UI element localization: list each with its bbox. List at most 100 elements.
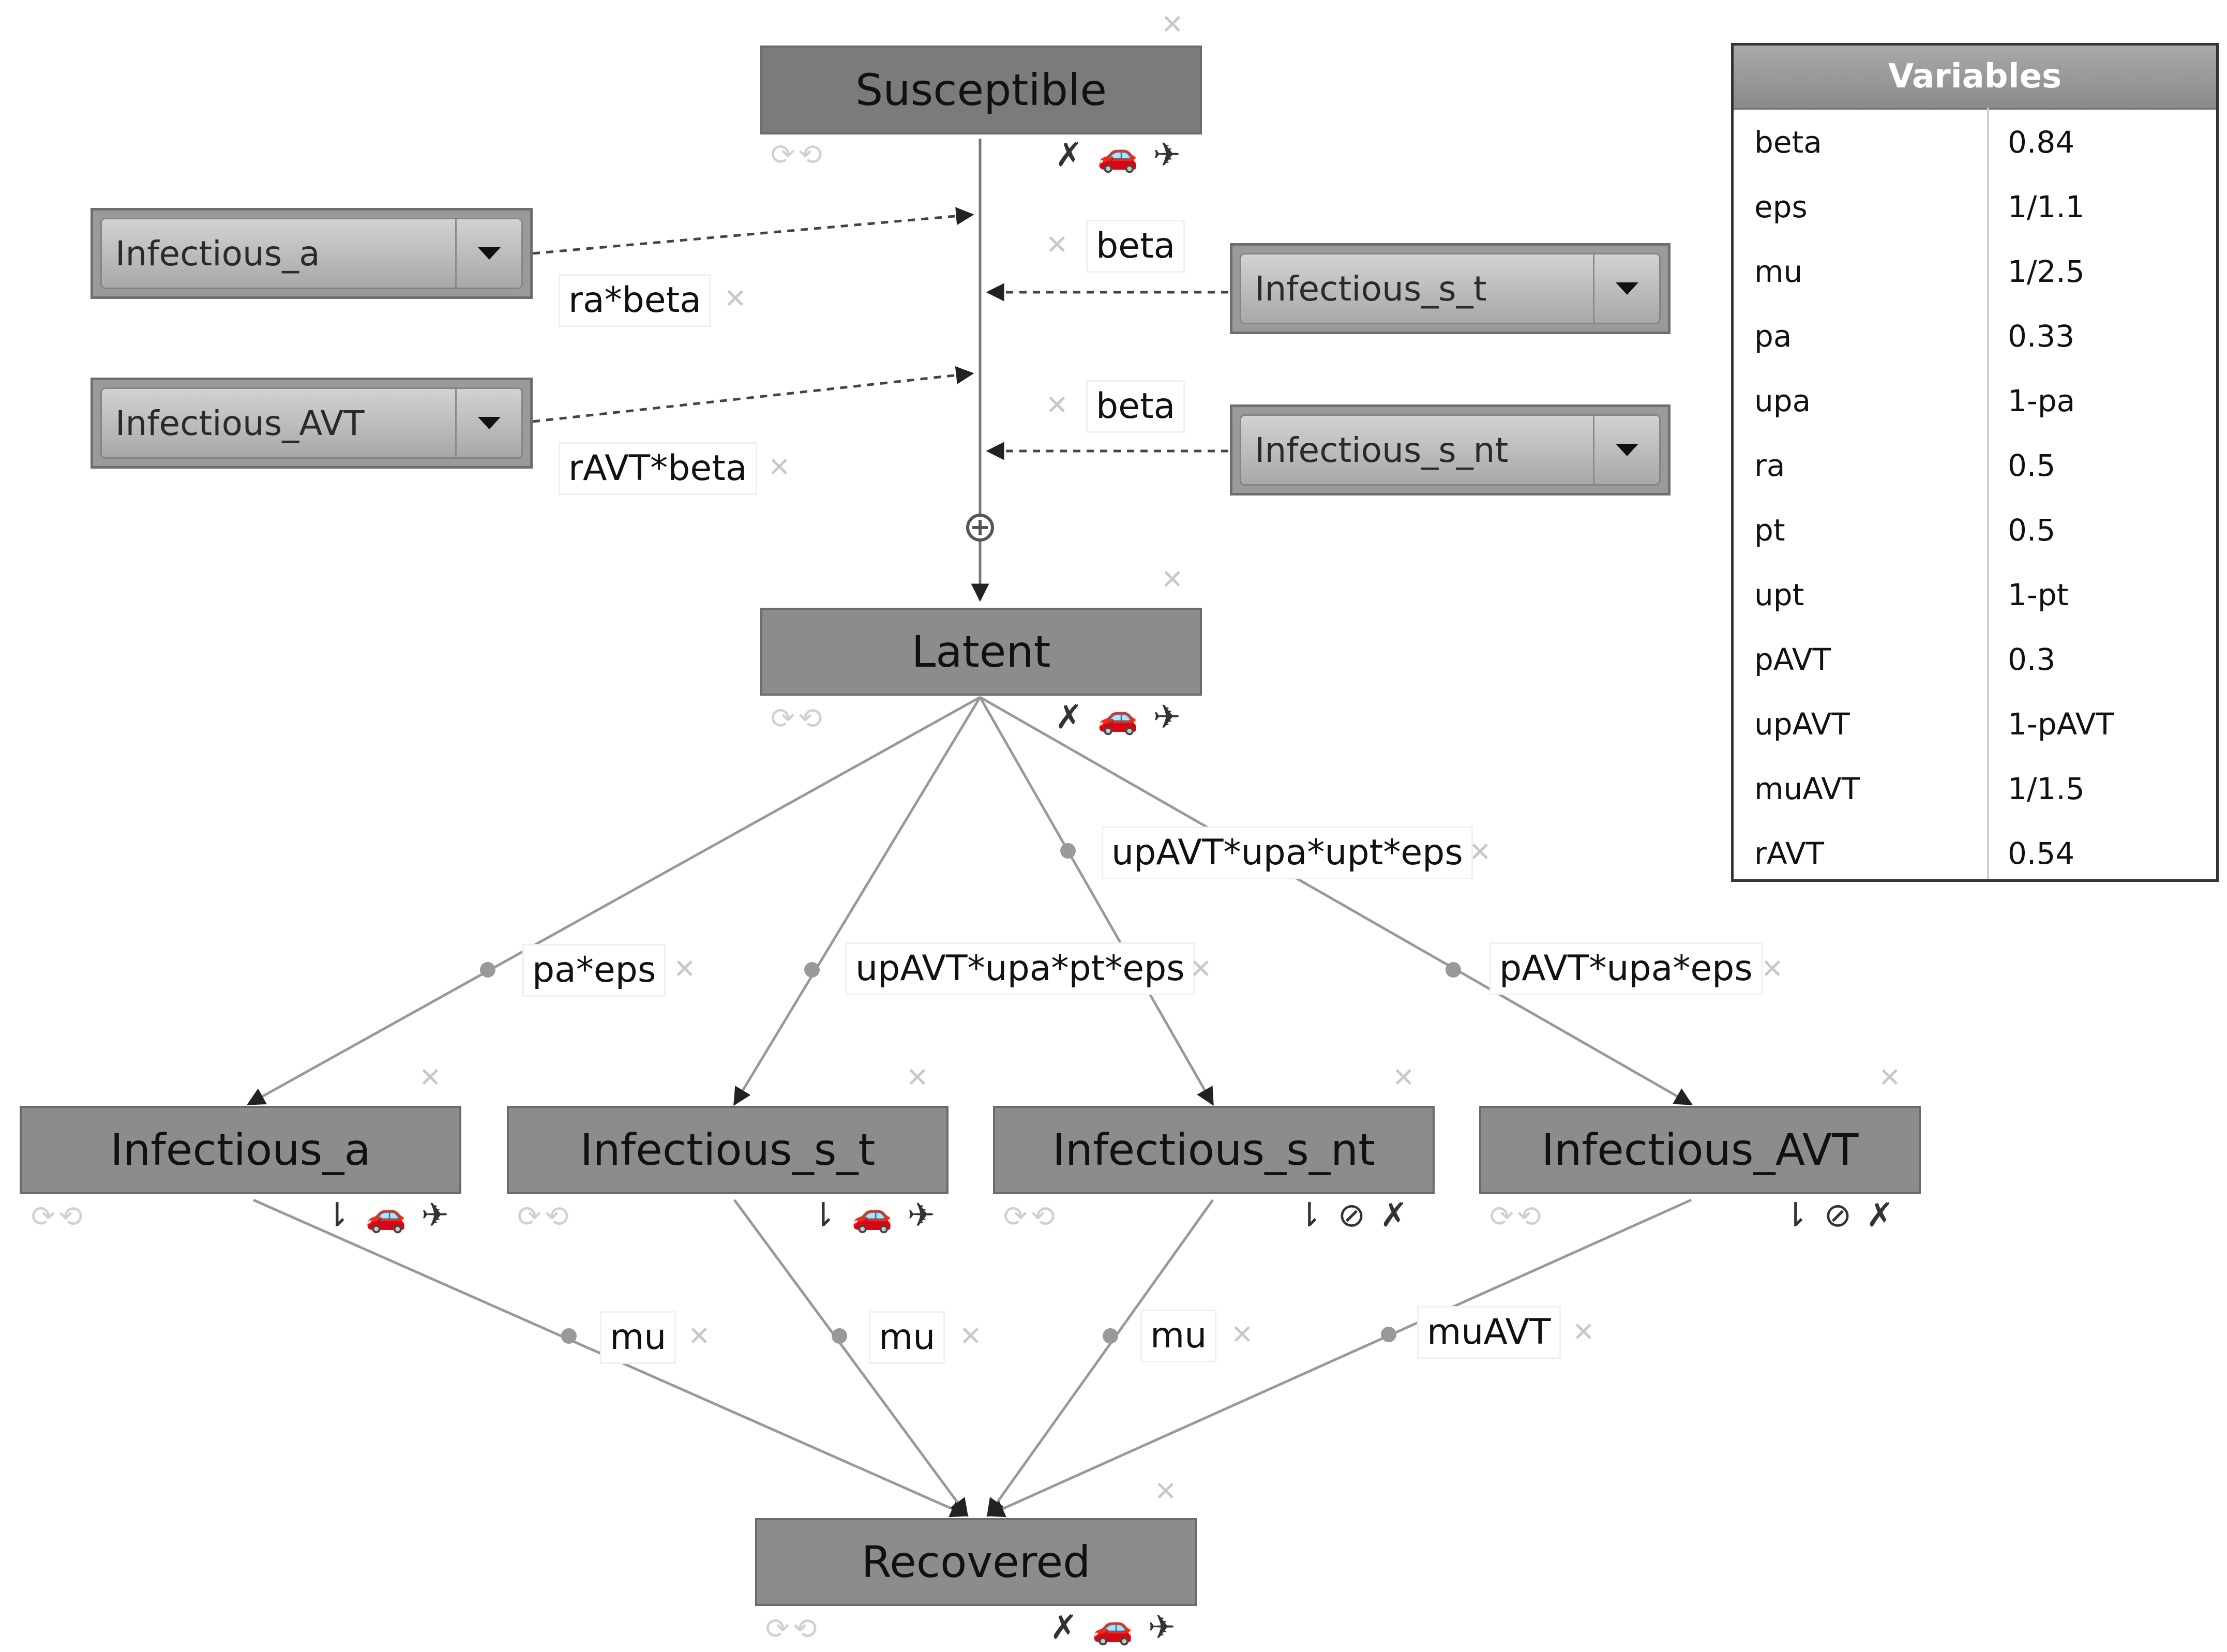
edge-label-ra-beta[interactable]: ra*beta [559,274,711,327]
variable-name: muAVT [1754,771,1860,806]
variable-value[interactable]: 1/1.1 [2008,189,2085,224]
node-toggle-icons[interactable]: ⟳⟲ [771,138,825,172]
close-icon[interactable]: ✕ [959,1321,982,1352]
close-icon[interactable]: ✕ [1046,390,1069,421]
edge-label-mu[interactable]: mu [869,1311,945,1364]
variable-name: pAVT [1754,641,1831,677]
variable-value[interactable]: 1-pt [2008,577,2069,612]
variable-value[interactable]: 0.54 [2008,835,2075,871]
node-infectious-avt[interactable]: Infectious_AVT [1479,1106,1921,1194]
edge-label-beta[interactable]: beta [1086,220,1185,273]
variable-value[interactable]: 0.5 [2008,447,2056,483]
edge-label-pa-eps[interactable]: pa*eps [522,944,666,997]
table-row[interactable]: beta 0.84 [1734,110,2216,174]
edge-label-muavt[interactable]: muAVT [1417,1306,1561,1359]
chevron-down-icon[interactable] [455,389,521,457]
edge-latent-infectious-s-t [733,696,982,1106]
close-icon[interactable]: ✕ [1231,1319,1254,1350]
close-icon[interactable]: ✕ [1190,954,1212,985]
node-infectious-s-t[interactable]: Infectious_s_t [507,1106,949,1194]
close-icon[interactable]: ✕ [1878,1062,1901,1093]
close-icon[interactable]: ✕ [1154,1476,1177,1507]
node-toggle-icons[interactable]: ⟳⟲ [517,1200,572,1234]
edge-label-ravt-beta[interactable]: rAVT*beta [559,442,757,495]
dropdown-infectious-s-t[interactable]: Infectious_s_t [1230,243,1671,334]
table-row[interactable]: pAVT 0.3 [1734,627,2216,692]
edge-infectious-avt-influence [532,366,974,423]
node-toggle-icons[interactable]: ⟳⟲ [771,702,825,735]
node-transport-icons[interactable]: ✗🚗✈ [1055,139,1181,172]
close-icon[interactable]: ✕ [768,452,791,483]
variable-name: beta [1754,124,1822,160]
edge-handle[interactable] [1446,962,1461,978]
edge-handle[interactable] [832,1328,847,1344]
edge-handle[interactable] [1060,843,1076,859]
close-icon[interactable]: ✕ [724,283,747,314]
node-transport-icons[interactable]: ⇂⊘✗ [1782,1199,1894,1232]
variable-value[interactable]: 1/1.5 [2008,771,2085,806]
node-infectious-s-nt[interactable]: Infectious_s_nt [993,1106,1435,1194]
node-toggle-icons[interactable]: ⟳⟲ [31,1200,86,1234]
variable-value[interactable]: 0.3 [2008,641,2056,677]
edge-label-upavt-upa-pt-eps[interactable]: upAVT*upa*pt*eps [846,942,1195,995]
node-transport-icons[interactable]: ⇂🚗✈ [809,1199,935,1232]
close-icon[interactable]: ✕ [1469,837,1492,868]
node-latent[interactable]: Latent [760,608,1202,696]
node-transport-icons[interactable]: ✗🚗✈ [1055,701,1181,734]
table-row[interactable]: muAVT 1/1.5 [1734,756,2216,821]
edge-handle[interactable] [1103,1328,1118,1344]
node-transport-icons[interactable]: ✗🚗✈ [1050,1611,1176,1644]
edge-handle[interactable] [1381,1327,1396,1342]
variable-value[interactable]: 0.33 [2008,318,2075,354]
dropdown-infectious-a[interactable]: Infectious_a [91,208,533,299]
edge-handle[interactable] [561,1328,577,1344]
node-susceptible[interactable]: Susceptible [760,46,1202,134]
edge-label-upavt-upa-upt-eps[interactable]: upAVT*upa*upt*eps [1102,827,1473,879]
close-icon[interactable]: ✕ [1046,230,1069,261]
chevron-down-icon[interactable] [455,219,521,288]
node-transport-icons[interactable]: ⇂⊘✗ [1296,1199,1408,1232]
variables-title: Variables [1734,46,2216,110]
variable-value[interactable]: 0.5 [2008,512,2056,548]
edge-label-mu[interactable]: mu [1140,1310,1217,1362]
walk-icon: ✗ [1055,698,1083,737]
node-toggle-icons[interactable]: ⟳⟲ [765,1612,820,1646]
edge-label-beta[interactable]: beta [1086,380,1185,433]
close-icon[interactable]: ✕ [1161,564,1184,595]
close-icon[interactable]: ✕ [688,1321,711,1352]
node-transport-icons[interactable]: ⇂🚗✈ [323,1199,449,1232]
node-toggle-icons[interactable]: ⟳⟲ [1489,1200,1544,1234]
close-icon[interactable]: ✕ [1761,954,1784,985]
edge-handle[interactable] [480,962,495,978]
edge-label-mu[interactable]: mu [600,1311,676,1364]
node-infectious-a[interactable]: Infectious_a [20,1106,461,1194]
node-recovered[interactable]: Recovered [755,1518,1197,1606]
variable-value[interactable]: 1-pAVT [2008,706,2114,742]
variable-value[interactable]: 1-pa [2008,383,2075,418]
close-icon[interactable]: ✕ [673,954,696,985]
close-icon[interactable]: ✕ [1572,1317,1595,1348]
dropdown-value: Infectious_AVT [115,403,365,443]
edge-handle[interactable] [804,962,820,978]
dropdown-infectious-avt[interactable]: Infectious_AVT [91,378,533,469]
node-toggle-icons[interactable]: ⟳⟲ [1003,1200,1058,1234]
close-icon[interactable]: ✕ [906,1062,929,1093]
close-icon[interactable]: ✕ [1161,9,1184,40]
variable-value[interactable]: 1/2.5 [2008,253,2085,289]
close-icon[interactable]: ✕ [1392,1062,1415,1093]
edge-label-pavt-upa-eps[interactable]: pAVT*upa*eps [1489,942,1763,995]
variable-value[interactable]: 0.84 [2008,124,2075,160]
dropdown-infectious-s-nt[interactable]: Infectious_s_nt [1230,404,1671,495]
close-icon[interactable]: ✕ [419,1062,442,1093]
chevron-down-icon[interactable] [1593,254,1659,323]
chevron-down-icon[interactable] [1593,416,1659,484]
